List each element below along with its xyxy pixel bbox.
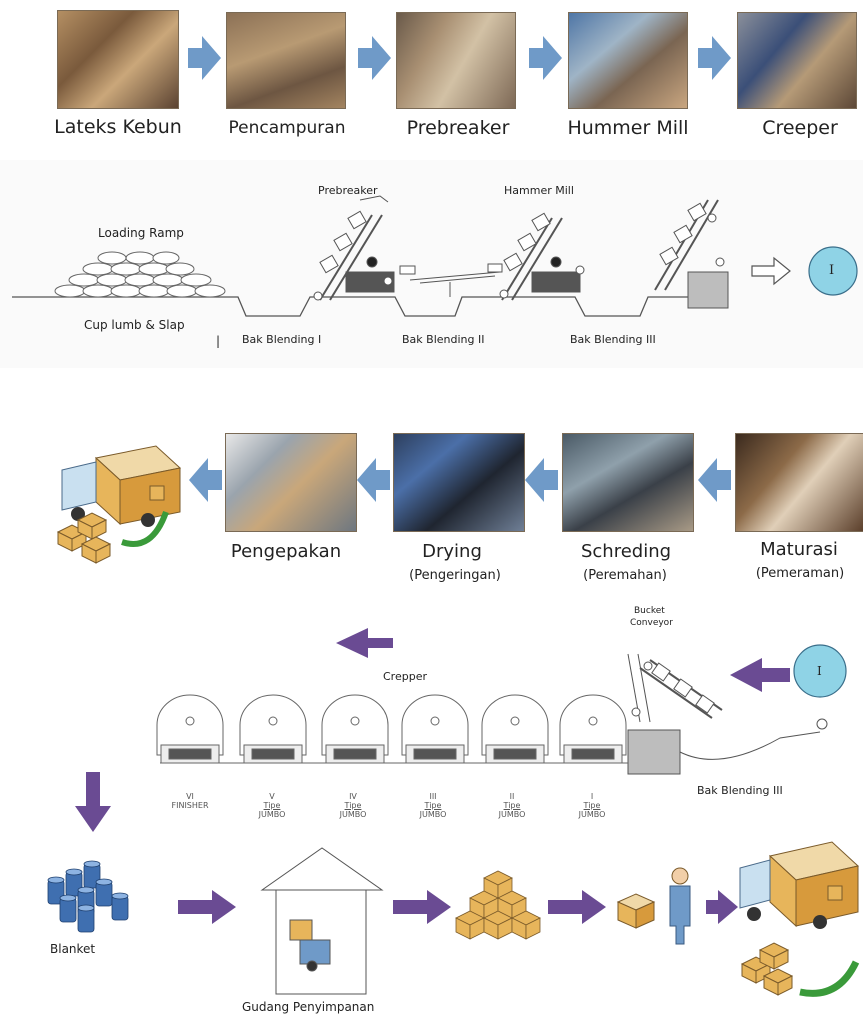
connector-circle [793,644,847,698]
bak-blending-3-label: Bak Blending III [570,333,656,346]
machine-roman: II [509,792,515,801]
step-label: Prebreaker [406,117,510,139]
step-label: Hummer Mill [567,117,689,139]
crepper-title: Crepper [383,670,427,683]
connector-label: I [817,664,822,678]
machine-size: JUMBO [578,810,606,819]
flow-arrow-icon [751,256,791,286]
delivery-truck-icon [56,445,182,564]
photo-maturasi [735,433,863,532]
machine-size: JUMBO [419,810,447,819]
bak-blending-3-label: Bak Blending III [697,784,783,797]
blanket-barrels-icon [47,860,129,933]
step-label: Pencampuran [228,118,346,138]
crepper-machines [156,694,628,764]
photo-lateks-kebun [57,10,179,109]
machine-roman: V [269,792,275,801]
photo-schreding [562,433,694,532]
connector-circle [808,246,858,296]
machine-type: Tipe [344,801,362,810]
photo-pengepakan [225,433,357,532]
bucket-conveyor-icon [627,653,828,775]
hammer-mill-label: Hammer Mill [504,184,574,197]
warehouse-icon [260,847,384,995]
step-sublabel: (Peremahan) [583,568,667,583]
bak-blending-2-label: Bak Blending II [402,333,485,346]
ground-line [12,296,690,317]
hammer-mill-machine-icon [499,212,585,301]
flow-arrow-icon [336,628,393,658]
step-label: Schreding [580,541,672,562]
connector-label: I [829,263,835,278]
bak-blending-1-label: Bak Blending I [242,333,322,346]
photo-creeper [737,12,857,109]
gudang-label: Gudang Penyimpanan [242,1000,375,1014]
machine-size: JUMBO [339,810,367,819]
machine-size: JUMBO [498,810,526,819]
machine-type: Tipe [503,801,521,810]
machine-type: Tipe [263,801,281,810]
bucket-conveyor-label: Conveyor [630,618,673,628]
step-label: Creeper [762,117,838,139]
photo-hummer-mill [568,12,688,109]
bucket-conveyor-label: Bucket [634,606,665,616]
machine-roman: VI [186,792,194,801]
prebreaker-machine-icon [313,195,395,301]
flow-arrow-icon [730,658,790,692]
flow-arrow-icon [75,772,111,832]
machine-roman: I [590,792,594,801]
boxes-pile-icon [455,870,541,940]
photo-prebreaker [396,12,516,109]
machine-type: Tipe [424,801,442,810]
conveyor-icon [399,263,503,297]
photo-pencampuran [226,12,346,109]
flow-arrow-icon [189,458,731,502]
flow-arrow-icon [178,890,738,924]
machine-type: FINISHER [171,801,209,810]
machine-roman: IV [349,792,357,801]
machine-roman: III [429,792,437,801]
flow-arrow-icon [188,36,731,80]
photo-drying [393,433,525,532]
blanket-label: Blanket [50,942,96,956]
delivery-truck-icon [739,841,860,997]
worker-packing-icon [616,867,691,945]
machine-type: Tipe [583,801,601,810]
step-label: Lateks Kebun [54,116,182,138]
loading-ramp-label: Loading Ramp [98,226,184,240]
step-label: Pengepakan [230,541,342,562]
step-sublabel: (Pemeraman) [755,566,845,581]
cup-lump-label: Cup lumb & Slap [84,318,185,332]
step-label: Maturasi [760,539,838,560]
machine-size: JUMBO [258,810,286,819]
step-label: Drying [422,541,482,562]
step-sublabel: (Pengeringan) [409,568,501,583]
bucket-conveyor-icon [654,199,729,309]
tick-mark: | [216,334,221,348]
prebreaker-label: Prebreaker [318,184,378,197]
rubber-pile-icon [54,251,226,298]
